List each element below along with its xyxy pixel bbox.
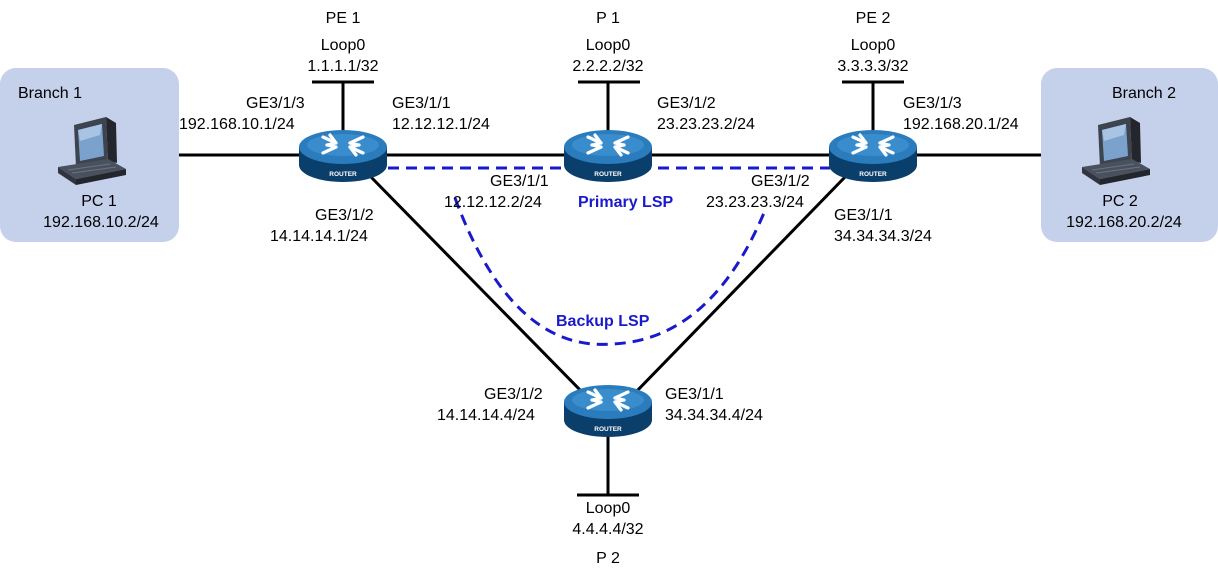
p1-loop-ip: 2.2.2.2/32 — [572, 58, 643, 75]
pe2-ge311-name: GE3/1/1 — [834, 207, 893, 224]
pc2-ip: 192.168.20.2/24 — [1066, 214, 1182, 231]
p1-ge311-ip: 12.12.12.2/24 — [444, 194, 542, 211]
pe1-ge313-name: GE3/1/3 — [246, 95, 305, 112]
router-icon — [297, 128, 389, 184]
p1-loop: Loop0 — [586, 37, 631, 54]
pc2-label: PC 2 — [1102, 193, 1138, 210]
pe1-name: PE 1 — [326, 10, 361, 27]
pc1-ip: 192.168.10.2/24 — [43, 214, 159, 231]
branch-2-label: Branch 2 — [1112, 85, 1176, 102]
pe2-ge313-ip: 192.168.20.1/24 — [903, 116, 1019, 133]
pe1-ge313-ip: 192.168.10.1/24 — [179, 116, 295, 133]
links — [179, 80, 1041, 497]
router-p2[interactable] — [562, 383, 654, 439]
pe2-loop-ip: 3.3.3.3/32 — [837, 58, 908, 75]
router-p1[interactable] — [562, 128, 654, 184]
primary-lsp-label: Primary LSP — [578, 194, 673, 211]
p2-ge312-name: GE3/1/2 — [484, 386, 543, 403]
pe2-ge312-ip: 23.23.23.3/24 — [706, 194, 804, 211]
pe1-loop-ip: 1.1.1.1/32 — [307, 58, 378, 75]
link-pe1-p2 — [368, 174, 587, 397]
p1-ge311-name: GE3/1/1 — [490, 173, 549, 190]
router-pe1[interactable] — [297, 128, 389, 184]
router-icon — [562, 383, 654, 439]
router-pe2[interactable] — [827, 128, 919, 184]
p2-ge311-name: GE3/1/1 — [665, 386, 724, 403]
p2-loop: Loop0 — [586, 500, 631, 517]
branch-1-label: Branch 1 — [18, 85, 82, 102]
p2-ge311-ip: 34.34.34.4/24 — [665, 407, 763, 424]
pe2-loop: Loop0 — [851, 37, 896, 54]
pe1-ge311-name: GE3/1/1 — [392, 95, 451, 112]
pe1-ge311-ip: 12.12.12.1/24 — [392, 116, 490, 133]
pe2-name: PE 2 — [856, 10, 891, 27]
pe1-loop: Loop0 — [321, 37, 366, 54]
pe2-ge311-ip: 34.34.34.3/24 — [834, 228, 932, 245]
p1-name: P 1 — [596, 10, 620, 27]
p1-ge312-ip: 23.23.23.2/24 — [657, 116, 755, 133]
router-icon — [562, 128, 654, 184]
pe2-ge313-name: GE3/1/3 — [903, 95, 962, 112]
backup-lsp-label: Backup LSP — [556, 313, 650, 330]
p2-loop-ip: 4.4.4.4/32 — [572, 521, 643, 538]
link-pe2-p2 — [631, 174, 848, 397]
pc1-label: PC 1 — [81, 193, 117, 210]
p2-name: P 2 — [596, 550, 620, 567]
pe1-ge312-name: GE3/1/2 — [315, 207, 374, 224]
pe2-ge312-name: GE3/1/2 — [751, 173, 810, 190]
p1-ge312-name: GE3/1/2 — [657, 95, 716, 112]
backup-lsp-path — [453, 197, 768, 346]
pe1-ge312-ip: 14.14.14.1/24 — [270, 228, 368, 245]
p2-ge312-ip: 14.14.14.4/24 — [437, 407, 535, 424]
router-icon — [827, 128, 919, 184]
